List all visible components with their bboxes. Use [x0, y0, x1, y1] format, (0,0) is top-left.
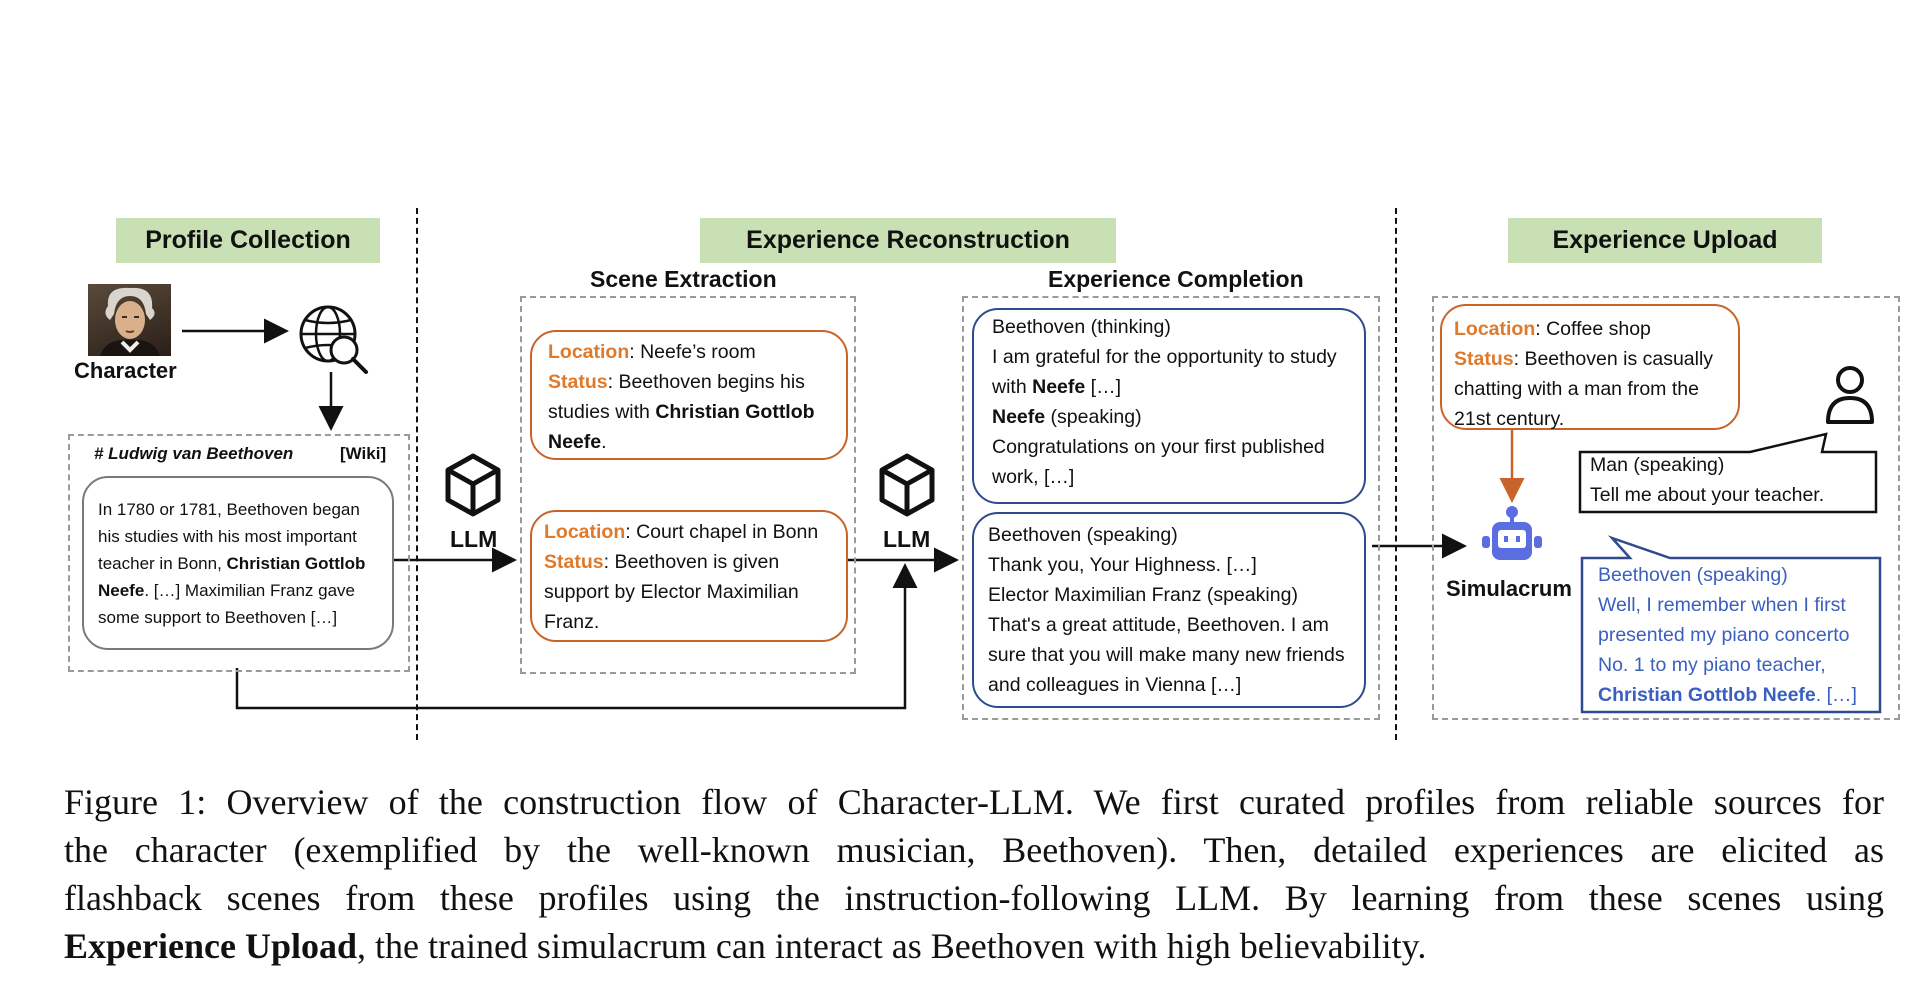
scene1-location-label: Location	[548, 341, 630, 363]
llm-label: LLM	[450, 526, 498, 552]
bot-line1: Beethoven (speaking)	[1598, 564, 1788, 586]
character-label: Character	[74, 358, 177, 383]
man-bubble-text: Man (speaking) Tell me about your teache…	[1590, 450, 1824, 510]
wiki-text-b: . […] Maximilian Franz gave some support…	[98, 581, 355, 627]
scene1-status-b: .	[601, 431, 607, 453]
scene2-status-label: Status	[544, 551, 604, 573]
completion1-line2c: […]	[1085, 376, 1121, 398]
wiki-text-card: In 1780 or 1781, Beethoven began his stu…	[82, 476, 394, 650]
caption-line-4: Experience Upload, the trained simulacru…	[64, 922, 1884, 970]
divider-right	[1395, 208, 1397, 740]
completion1-line2b: Neefe	[1032, 376, 1086, 398]
subsection-experience-completion: Experience Completion	[1048, 266, 1304, 292]
scene1-location: : Neefe’s room	[629, 341, 756, 363]
upload-location: : Coffee shop	[1535, 318, 1651, 340]
wiki-heading: # Ludwig van Beethoven	[94, 444, 294, 463]
completion2-line2: Thank you, Your Highness. […]	[988, 554, 1257, 576]
completion1-line4: Congratulations on your first published …	[992, 436, 1325, 488]
bot-bubble-text: Beethoven (speaking) Well, I remember wh…	[1598, 560, 1884, 710]
wiki-text-bold: Christian Gottlob Neefe	[98, 554, 366, 600]
man-line1: Man (speaking)	[1590, 454, 1725, 476]
completion-card-1: Beethoven (thinking) I am grateful for t…	[972, 308, 1366, 504]
bot-line2: Well, I remember when I first presented …	[1598, 594, 1850, 676]
user-icon	[1826, 366, 1874, 424]
caption-line-4-rest: , the trained simulacrum can interact as…	[357, 926, 1427, 966]
bot-bold: Christian Gottlob Neefe	[1598, 684, 1816, 706]
figure-caption: Figure 1: Overview of the construction f…	[64, 778, 1884, 970]
completion2-line4: That's a great attitude, Beethoven. I am…	[988, 614, 1345, 696]
upload-location-label: Location	[1454, 318, 1536, 340]
experience-upload-panel	[1432, 296, 1900, 720]
experience-completion-panel	[962, 296, 1380, 720]
scene-card-1: Location: Neefe’s room Status: Beethoven…	[530, 330, 848, 460]
globe-search-icon	[299, 305, 368, 374]
man-speech-bubble	[1578, 432, 1878, 514]
completion2-line3: Elector Maximilian Franz (speaking)	[988, 584, 1298, 606]
llm-label-2: LLM	[883, 526, 931, 552]
section-title-profile-collection: Profile Collection	[116, 218, 380, 263]
completion2-line1: Beethoven (speaking)	[988, 524, 1178, 546]
scene-extraction-panel	[520, 296, 856, 674]
bot-end: . […]	[1815, 684, 1857, 706]
robot-icon	[1482, 506, 1542, 560]
subsection-scene-extraction: Scene Extraction	[590, 266, 777, 292]
simulacrum-label: Simulacrum	[1446, 576, 1572, 601]
character-portrait	[88, 284, 171, 356]
upload-status: : Beethoven is casually chatting with a …	[1454, 348, 1714, 430]
scene-card-2: Location: Court chapel in Bonn Status: B…	[530, 510, 848, 642]
caption-line-4-bold: Experience Upload	[64, 926, 357, 966]
wiki-source-tag: [Wiki]	[340, 444, 387, 463]
section-title-experience-reconstruction: Experience Reconstruction	[700, 218, 1116, 263]
scene1-status-a: : Beethoven begins his studies with	[548, 371, 805, 423]
bot-speech-bubble	[1580, 535, 1882, 714]
llm-cube-icon-2	[879, 453, 935, 517]
divider-left	[416, 208, 418, 740]
completion1-line3b: (speaking)	[1045, 406, 1142, 428]
caption-line-2: the character (exemplified by the well-k…	[64, 830, 1884, 870]
completion-card-2: Beethoven (speaking) Thank you, Your Hig…	[972, 512, 1366, 708]
scene2-status: : Beethoven is given support by Elector …	[544, 551, 799, 633]
scene2-location-label: Location	[544, 521, 626, 543]
upload-scene-card: Location: Coffee shop Status: Beethoven …	[1440, 304, 1740, 430]
llm-cube-icon	[445, 453, 501, 517]
completion1-line2a: I am grateful for the opportunity to stu…	[992, 346, 1337, 398]
man-line2: Tell me about your teacher.	[1590, 484, 1825, 506]
caption-line-3: flashback scenes from these profiles usi…	[64, 878, 1884, 918]
beethoven-portrait-image	[100, 287, 160, 356]
section-title-experience-upload: Experience Upload	[1508, 218, 1822, 263]
scene1-status-label: Status	[548, 371, 608, 393]
completion1-line1: Beethoven (thinking)	[992, 316, 1171, 338]
scene2-location: : Court chapel in Bonn	[625, 521, 819, 543]
wiki-profile-panel	[68, 434, 410, 672]
scene1-status-bold: Christian Gottlob Neefe	[548, 401, 815, 453]
caption-line-1: Figure 1: Overview of the construction f…	[64, 782, 1884, 822]
wiki-text-a: In 1780 or 1781, Beethoven began his stu…	[98, 500, 360, 573]
completion1-line3a: Neefe	[992, 406, 1046, 428]
upload-status-label: Status	[1454, 348, 1514, 370]
